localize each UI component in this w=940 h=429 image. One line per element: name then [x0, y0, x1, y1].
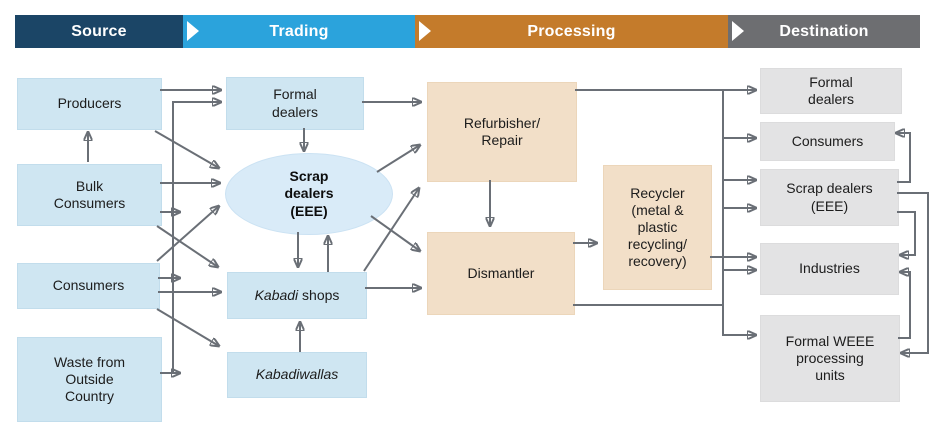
arrow-bulk-consumers-to-kabadi-shops — [156, 225, 218, 267]
kabadi-rest-text: shops — [298, 286, 340, 303]
arrow-scrap-dest-to-formal-weee — [897, 192, 929, 353]
node-producers: Producers — [17, 78, 162, 130]
node-consumers-dest-label: Consumers — [791, 132, 864, 149]
arrow-producers-to-scrap-dealers — [154, 130, 219, 168]
chevron-right-icon — [187, 21, 199, 41]
arrow-branch-to-formal-weee — [722, 90, 756, 335]
node-formal-dealers-dest-label: Formal dealers — [808, 73, 854, 107]
arrow-collector-line-to-formal-dealers — [172, 102, 221, 373]
node-bulk-consumers-label: Bulk Consumers — [53, 177, 126, 211]
node-industries: Industries — [760, 243, 899, 295]
node-consumers: Consumers — [17, 263, 160, 309]
node-kabadiwallas-label: Kabadiwallas — [255, 366, 339, 383]
node-dismantler-label: Dismantler — [467, 264, 535, 281]
node-consumers-destination: Consumers — [760, 122, 895, 161]
chevron-right-icon — [732, 21, 744, 41]
stage-processing: Processing — [415, 15, 728, 48]
node-kabadi-shops-label: Kabadi shops — [255, 287, 340, 304]
stage-source-label: Source — [71, 22, 127, 40]
node-scrap-dealers-eee-label: Scrap dealers (EEE) — [284, 168, 334, 219]
stage-processing-label: Processing — [527, 22, 616, 40]
arrow-scrap-dealers-to-dismantler — [370, 215, 420, 251]
arrow-scrap-dealers-to-refurbisher — [376, 145, 420, 173]
node-recycler: Recycler (metal & plastic recycling/ rec… — [603, 165, 712, 290]
node-scrap-dealers-dest-label: Scrap dealers (EEE) — [786, 180, 873, 214]
node-scrap-dealers-eee: Scrap dealers (EEE) — [225, 153, 393, 235]
node-formal-weee-label: Formal WEEE processing units — [785, 332, 875, 384]
node-producers-label: Producers — [57, 95, 122, 112]
node-formal-weee-processing-units: Formal WEEE processing units — [760, 315, 900, 402]
node-waste-from-outside-country: Waste from Outside Country — [17, 337, 162, 422]
chevron-right-icon — [419, 21, 431, 41]
node-waste-label: Waste from Outside Country — [53, 353, 126, 405]
node-kabadiwallas: Kabadiwallas — [227, 352, 367, 398]
node-kabadi-shops: Kabadi shops — [227, 272, 367, 319]
node-bulk-consumers: Bulk Consumers — [17, 164, 162, 226]
stage-trading: Trading — [183, 15, 415, 48]
node-consumers-label: Consumers — [52, 277, 125, 294]
stage-destination-label: Destination — [779, 22, 869, 40]
node-formal-dealers-trading-label: Formal dealers — [272, 86, 318, 120]
node-refurbisher-repair: Refurbisher/ Repair — [427, 82, 577, 182]
arrow-consumers-to-kabadiwallas — [156, 308, 219, 346]
node-recycler-label: Recycler (metal & plastic recycling/ rec… — [627, 184, 688, 270]
arrow-consumers-to-scrap-dealers — [156, 206, 219, 262]
node-refurbisher-label: Refurbisher/ Repair — [463, 114, 541, 148]
arrow-scrap-dest-to-industries — [897, 211, 916, 255]
node-dismantler: Dismantler — [427, 232, 575, 315]
node-scrap-dealers-destination: Scrap dealers (EEE) — [760, 169, 899, 226]
stage-trading-label: Trading — [269, 22, 329, 40]
node-formal-dealers-destination: Formal dealers — [760, 68, 902, 114]
node-formal-dealers-trading: Formal dealers — [226, 77, 364, 130]
kabadi-italic-text: Kabadi — [254, 286, 299, 303]
stage-destination: Destination — [728, 15, 920, 48]
node-industries-label: Industries — [799, 260, 860, 277]
stage-source: Source — [15, 15, 183, 48]
